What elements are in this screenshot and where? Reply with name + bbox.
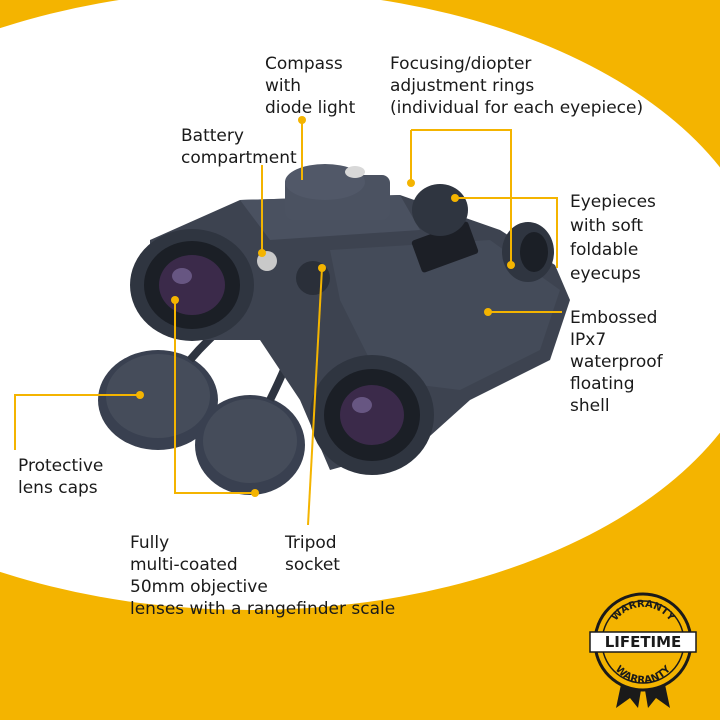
label-eyepieces: Eyepieces with soft foldable eyecups	[570, 192, 656, 284]
lifetime-warranty-badge: WARRANTY WARRANTY LIFETIME	[589, 592, 697, 708]
callout-lines	[14, 120, 562, 526]
label-battery: Battery compartment	[181, 126, 297, 168]
label-lens-caps: Protective lens caps	[18, 456, 104, 498]
label-focusing: Focusing/diopter adjustment rings (indiv…	[390, 54, 644, 118]
label-objective: Fully multi-coated 50mm objective lenses…	[130, 533, 396, 619]
left-objective-lens	[130, 229, 254, 341]
callout-dots	[136, 116, 515, 497]
right-objective-lens	[310, 355, 434, 475]
label-compass: Compass with diode light	[265, 54, 356, 118]
label-embossed: Embossed IPx7 waterproof floating shell	[570, 308, 663, 416]
eyepieces	[412, 184, 554, 282]
label-tripod: Tripod socket	[285, 533, 340, 575]
badge-middle-text: LIFETIME	[605, 633, 682, 651]
binoculars-body	[150, 164, 570, 470]
